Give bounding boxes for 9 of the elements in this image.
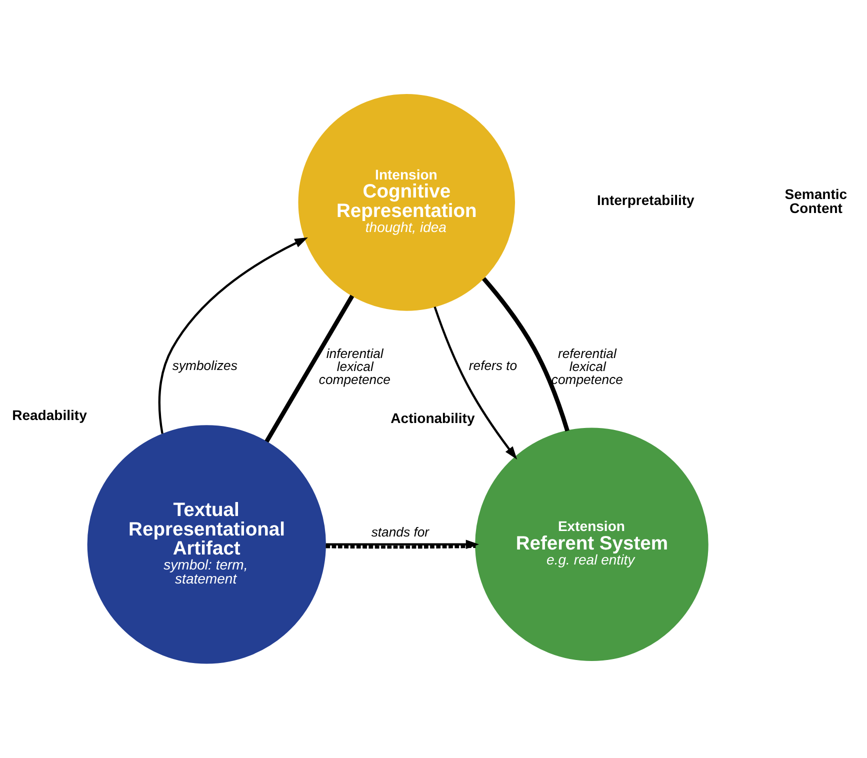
edge-label: stands for: [371, 524, 430, 540]
edge-label: refers to: [468, 358, 518, 374]
edge-label: inferential lexical competence: [318, 346, 391, 388]
node-label: Readability: [12, 406, 87, 423]
label: Interpretability: [597, 192, 694, 208]
edge-label: referential lexical competence: [551, 346, 623, 388]
node-label: Actionability: [390, 410, 475, 426]
label: Semantic Content: [784, 186, 848, 216]
edge-label: symbolizes: [172, 358, 238, 374]
